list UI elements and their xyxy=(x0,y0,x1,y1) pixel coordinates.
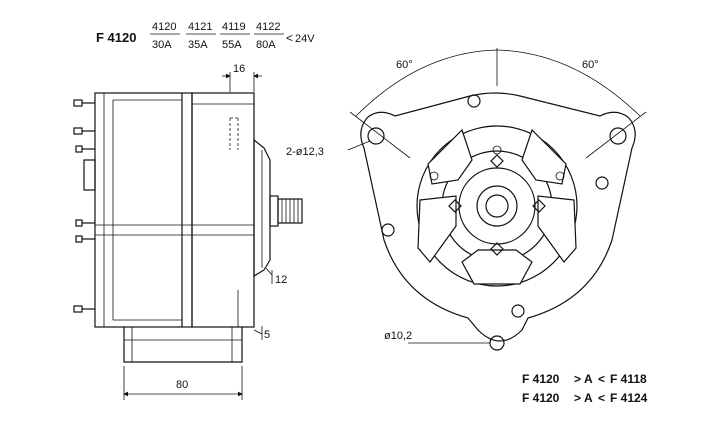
mount-hole-bottom xyxy=(489,335,505,351)
diamond-icon xyxy=(532,199,546,213)
terminal-studs xyxy=(73,99,96,313)
housing-outline xyxy=(360,92,636,342)
diamond-icon xyxy=(490,242,504,256)
voltage-label: 24V xyxy=(295,33,315,45)
screw-icon xyxy=(381,223,395,237)
shaft-center xyxy=(485,194,509,218)
variant-4120: 4120 30A xyxy=(150,21,180,51)
vent-slot xyxy=(417,195,457,263)
vent-slot xyxy=(521,128,567,185)
variant-4122: 4122 80A xyxy=(254,21,284,51)
screw-icon xyxy=(511,304,525,318)
svg-text:<: < xyxy=(598,372,605,386)
variant-amps: 55A xyxy=(222,39,242,51)
variant-4121: 4121 35A xyxy=(186,21,216,51)
svg-text:F 4120: F 4120 xyxy=(522,391,560,405)
mounting-foot xyxy=(123,327,243,363)
holes-label: 2-ø12,3 xyxy=(286,146,324,158)
diamond-icon xyxy=(448,199,462,213)
shaft-ring xyxy=(476,185,518,227)
variant-amps: 80A xyxy=(256,39,276,51)
mount-hole-left xyxy=(367,127,385,145)
variant-amps: 35A xyxy=(188,39,208,51)
angle-left-label: 60° xyxy=(396,59,413,71)
less-than-symbol: < xyxy=(286,31,293,45)
svg-text:<: < xyxy=(598,391,605,405)
vent-slot xyxy=(461,249,533,285)
variant-code: 4119 xyxy=(222,21,246,33)
dim-80: 80 xyxy=(176,379,188,391)
hub-ring xyxy=(458,167,536,245)
hole-single-label: ø10,2 xyxy=(384,330,412,342)
body-right xyxy=(191,92,255,328)
header: F 4120 4120 30A 4121 35A 4119 55A 4122 8… xyxy=(96,21,315,51)
side-view: 16 12 5 80 xyxy=(73,63,303,400)
variant-code: 4120 xyxy=(152,21,176,33)
screw-icon xyxy=(595,176,609,190)
front-view: 60° 60° 2-ø12,3 ø10,2 xyxy=(286,48,647,351)
svg-text:F 4118: F 4118 xyxy=(610,372,647,386)
angle-arc xyxy=(355,49,641,117)
vent-slot xyxy=(537,195,577,263)
dim-12: 12 xyxy=(275,274,287,286)
mount-hole-right xyxy=(609,127,627,145)
body-left xyxy=(94,92,193,328)
variant-amps: 30A xyxy=(152,39,172,51)
svg-text:A: A xyxy=(584,372,593,386)
dim-16: 16 xyxy=(233,63,245,75)
front-cap xyxy=(253,138,271,278)
dim-5: 5 xyxy=(264,329,270,341)
shaft-collar xyxy=(269,195,279,227)
model-label: F 4120 xyxy=(96,30,136,45)
variant-4119: 4119 55A xyxy=(220,21,250,51)
svg-text:>: > xyxy=(574,372,581,386)
variant-code: 4121 xyxy=(188,21,212,33)
screw-icon xyxy=(467,94,481,108)
svg-text:>: > xyxy=(574,391,581,405)
footer-line-2: F 4120 > A < F 4124 xyxy=(522,391,648,405)
svg-text:A: A xyxy=(584,391,593,405)
vent-slot xyxy=(427,128,473,185)
diamond-icon xyxy=(490,154,504,168)
footer-line-1: F 4120 > A < F 4118 xyxy=(522,372,647,386)
svg-text:F 4124: F 4124 xyxy=(610,391,648,405)
inner-ring xyxy=(416,125,578,287)
svg-text:F 4120: F 4120 xyxy=(522,372,560,386)
angle-right-label: 60° xyxy=(582,59,599,71)
footer: F 4120 > A < F 4118 F 4120 > A < F 4124 xyxy=(522,372,648,405)
variant-code: 4122 xyxy=(256,21,280,33)
